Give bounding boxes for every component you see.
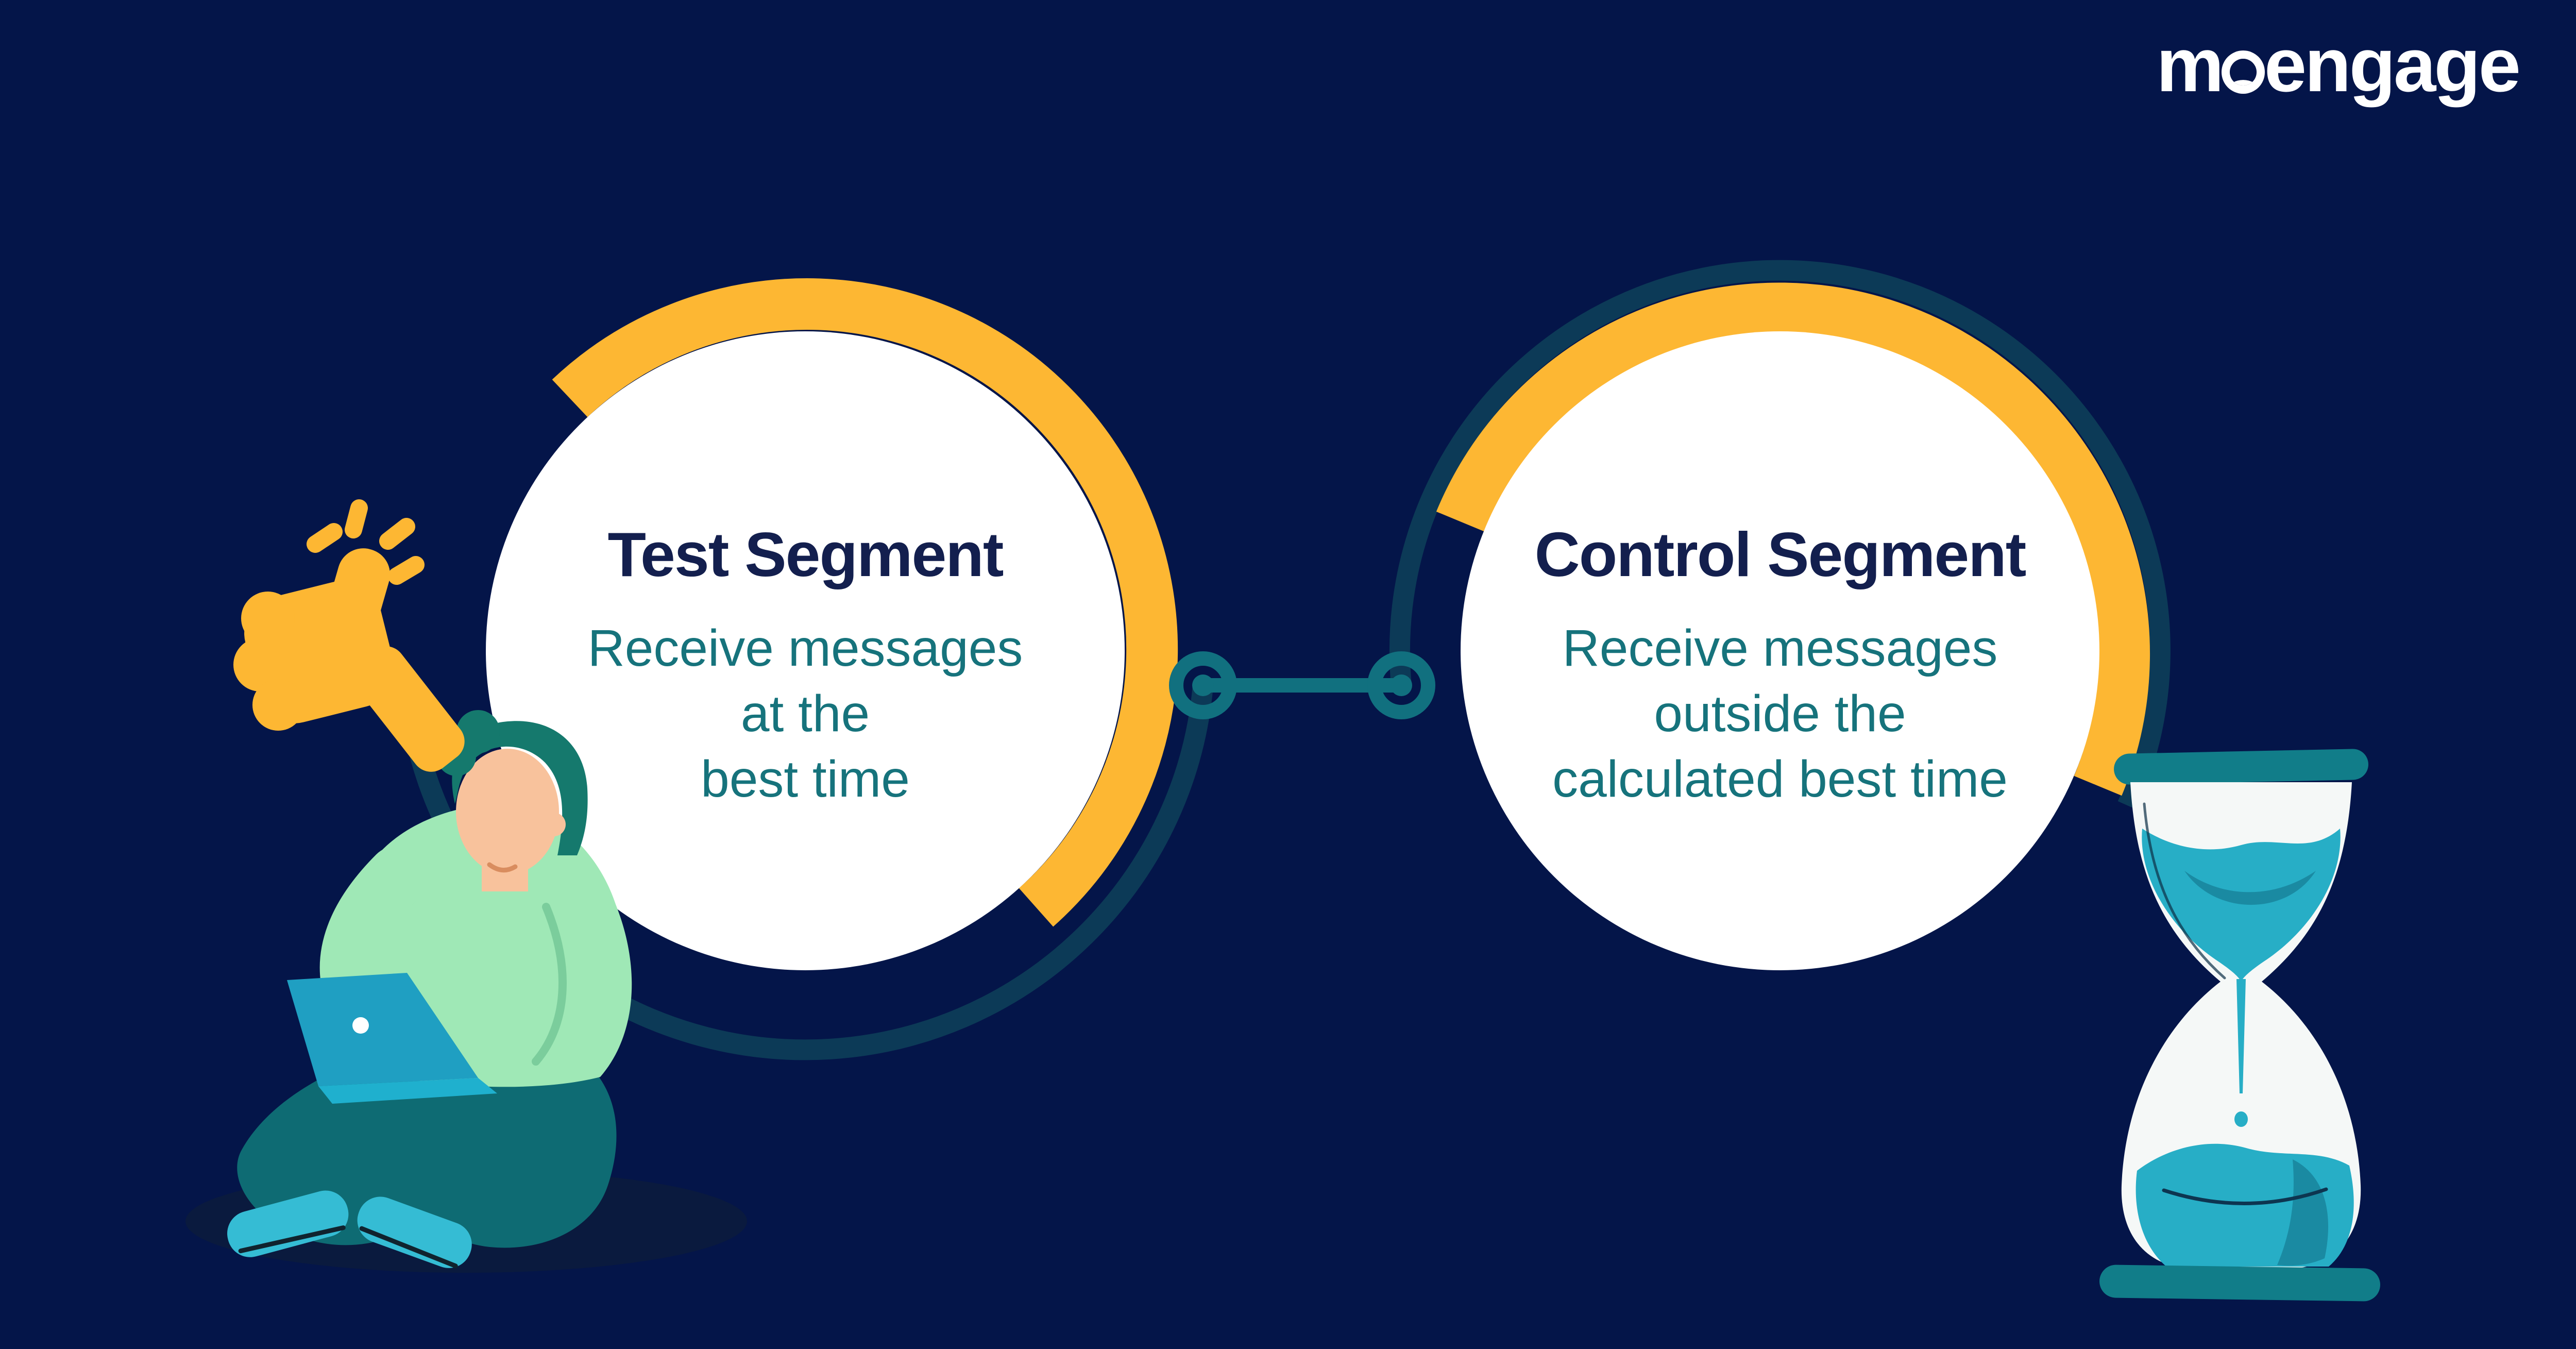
test-segment-description: Receive messages at the best time: [588, 616, 1023, 812]
control-segment-title: Control Segment: [1534, 519, 2027, 589]
desc-line: calculated best time: [1552, 750, 2008, 808]
desc-line: outside the: [1654, 684, 1906, 743]
logo-text-engage: engage: [2264, 23, 2521, 108]
connector-node-right: [1367, 651, 1435, 719]
desc-line: Receive messages: [1562, 619, 1998, 677]
logo-text-m: m: [2156, 23, 2224, 108]
test-segment-title: Test Segment: [607, 519, 1004, 589]
left-yellow-arc: [552, 278, 1178, 927]
control-segment-circle: Control Segment Receive messages outside…: [1461, 331, 2099, 970]
connector-node-left: [1169, 651, 1237, 719]
right-yellow-arc: [1436, 282, 2150, 796]
control-segment-description: Receive messages outside the calculated …: [1552, 616, 2008, 812]
desc-line: Receive messages: [587, 619, 1023, 677]
right-orbit-arc: [1389, 260, 2171, 810]
moengage-logo: m engage: [2156, 23, 2521, 108]
logo-person-o-icon: [2221, 50, 2265, 94]
desc-line: best time: [701, 750, 910, 808]
test-segment-circle: Test Segment Receive messages at the bes…: [486, 331, 1125, 970]
desc-line: at the: [740, 684, 870, 743]
